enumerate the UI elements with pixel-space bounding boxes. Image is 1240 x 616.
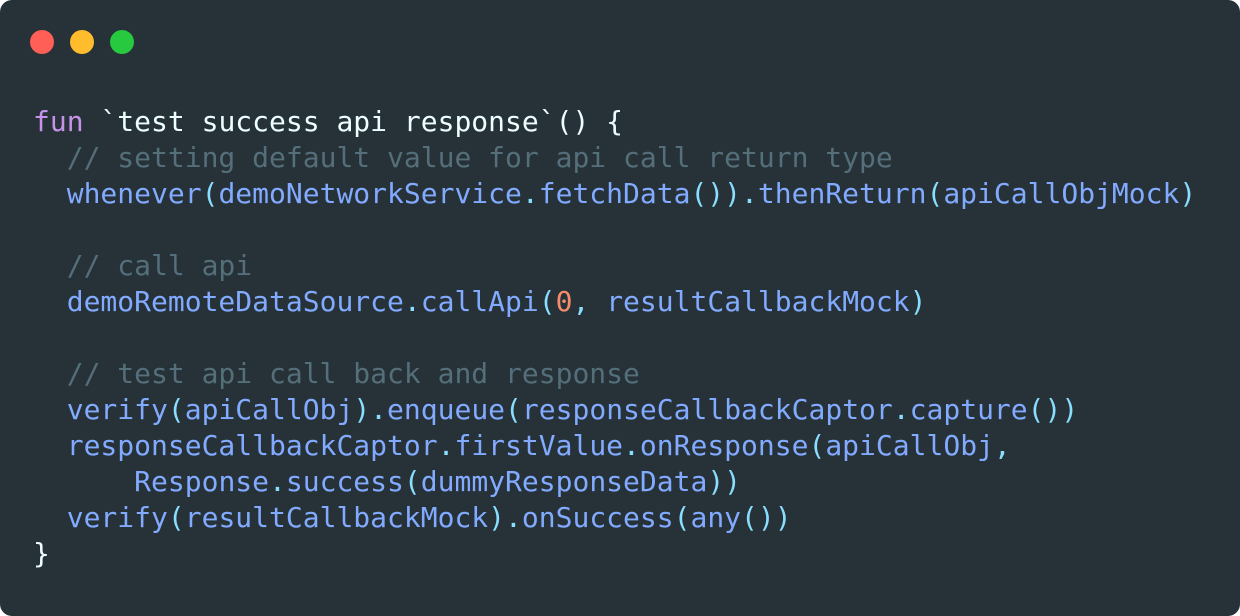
code-token-punctuation: . [437, 429, 455, 462]
code-token-punctuation: ( [167, 393, 185, 426]
code-block: fun `test success api response`() { // s… [33, 104, 1196, 572]
code-token-comment: // test api call back and response [66, 357, 640, 390]
code-token-punctuation: , [993, 429, 1011, 462]
code-line: fun `test success api response`() { [33, 104, 1196, 140]
minimize-icon[interactable] [70, 30, 94, 54]
code-token-function: apiCallObjMock [943, 177, 1180, 210]
code-token-punctuation: , [572, 285, 607, 318]
code-token-function: demoNetworkService [218, 177, 522, 210]
code-token-plain [33, 285, 67, 318]
code-token-punctuation: ) [1179, 177, 1197, 210]
code-token-comment: // call api [66, 249, 253, 282]
code-token-plain [33, 177, 67, 210]
code-token-function: onSuccess [521, 501, 674, 534]
code-token-punctuation: ) [909, 285, 927, 318]
code-token-function: verify [66, 501, 168, 534]
code-token-plain [33, 501, 67, 534]
code-token-function: demoRemoteDataSource [66, 285, 404, 318]
code-token-plain [33, 429, 67, 462]
code-token-plain: `test success api response`() { [83, 105, 624, 138]
code-token-punctuation: ( [201, 177, 219, 210]
code-token-function: responseCallbackCaptor [66, 429, 438, 462]
code-token-function: any [690, 501, 742, 534]
code-token-function: resultCallbackMock [184, 501, 489, 534]
code-token-plain [33, 141, 67, 174]
code-token-punctuation: ( [403, 465, 421, 498]
code-token-function: fetchData [538, 177, 691, 210]
code-token-plain [33, 249, 67, 282]
code-token-number: 0 [555, 285, 573, 318]
code-token-punctuation: . [521, 177, 539, 210]
code-token-function: resultCallbackMock [606, 285, 910, 318]
code-token-punctuation: . [623, 429, 640, 462]
code-line: responseCallbackCaptor.firstValue.onResp… [33, 428, 1196, 464]
code-token-punctuation: ()) [1027, 393, 1079, 426]
code-token-punctuation: . [269, 465, 286, 498]
code-line: } [33, 536, 1196, 572]
code-line: Response.success(dummyResponseData)) [33, 464, 1196, 500]
code-token-plain [33, 465, 134, 498]
code-token-function: success [285, 465, 404, 498]
code-token-function: capture [909, 393, 1028, 426]
code-line [33, 212, 1196, 248]
code-token-function: Response [134, 465, 270, 498]
code-token-function: thenReturn [757, 177, 927, 210]
code-token-function: apiCallObj [825, 429, 994, 462]
code-token-punctuation: . [403, 285, 421, 318]
code-token-function: dummyResponseData [420, 465, 708, 498]
code-token-punctuation: ( [808, 429, 826, 462]
code-token-punctuation: ( [673, 501, 691, 534]
code-token-plain [33, 393, 67, 426]
code-token-punctuation: ). [488, 501, 522, 534]
code-token-punctuation: ( [505, 393, 522, 426]
code-token-plain: } [33, 537, 50, 570]
code-line: demoRemoteDataSource.callApi(0, resultCa… [33, 284, 1196, 320]
zoom-icon[interactable] [110, 30, 134, 54]
code-token-punctuation: ( [926, 177, 944, 210]
code-token-function: firstValue [454, 429, 624, 462]
code-token-plain [33, 357, 67, 390]
code-line: // call api [33, 248, 1196, 284]
code-line: whenever(demoNetworkService.fetchData())… [33, 176, 1196, 212]
code-line: // setting default value for api call re… [33, 140, 1196, 176]
code-token-keyword: fun [33, 105, 84, 138]
code-token-punctuation: ()) [741, 501, 792, 534]
code-token-punctuation: )) [707, 465, 742, 498]
code-token-function: callApi [420, 285, 539, 318]
code-token-punctuation: ). [353, 393, 388, 426]
code-line: verify(apiCallObj).enqueue(responseCallb… [33, 392, 1196, 428]
code-token-function: onResponse [639, 429, 809, 462]
code-token-function: apiCallObj [184, 393, 354, 426]
code-token-function: enqueue [387, 393, 506, 426]
code-token-comment: // setting default value for api call re… [66, 141, 893, 174]
code-token-function: responseCallbackCaptor [521, 393, 893, 426]
code-token-punctuation: ( [167, 501, 185, 534]
code-token-punctuation: ( [538, 285, 556, 318]
close-icon[interactable] [30, 30, 54, 54]
window-controls [30, 30, 134, 54]
code-line [33, 320, 1196, 356]
code-line: verify(resultCallbackMock).onSuccess(any… [33, 500, 1196, 536]
code-line: // test api call back and response [33, 356, 1196, 392]
code-token-function: whenever [66, 177, 202, 210]
code-token-punctuation: ()). [690, 177, 758, 210]
code-token-function: verify [66, 393, 168, 426]
code-token-punctuation: . [892, 393, 910, 426]
